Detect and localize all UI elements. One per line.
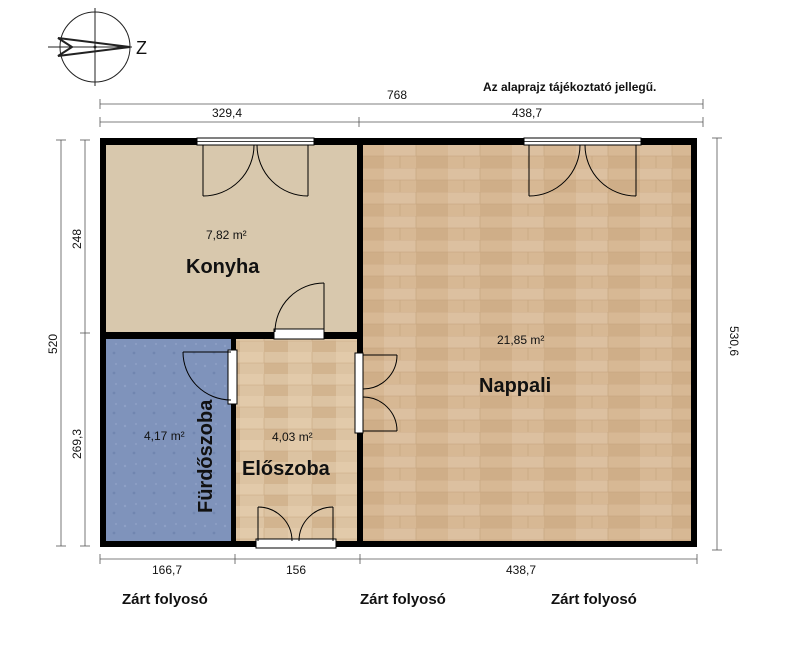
- walls: [100, 138, 697, 547]
- door-nappali-window: [528, 144, 637, 197]
- nappali-area: 21,85 m²: [497, 333, 544, 347]
- dim-right-total: 530,6: [727, 326, 741, 356]
- plan-note: Az alaprajz tájékoztató jellegű.: [483, 80, 656, 94]
- corridor-label-left: Zárt folyosó: [122, 591, 208, 608]
- door-konyha-hall: [273, 282, 325, 340]
- konyha-area: 7,82 m²: [206, 228, 247, 242]
- door-hall-nappali: [354, 352, 398, 434]
- corridor-label-right: Zárt folyosó: [551, 591, 637, 608]
- dim-bottom-mid: 156: [286, 563, 306, 577]
- dim-top-right: 438,7: [512, 106, 542, 120]
- windows: [196, 137, 642, 146]
- dimension-lines: [56, 99, 722, 564]
- dim-top-left: 329,4: [212, 106, 242, 120]
- furdoszoba-floor: [105, 339, 231, 541]
- door-entrance: [255, 506, 337, 549]
- dim-left-total: 520: [46, 334, 60, 354]
- dim-left-upper: 248: [70, 229, 84, 249]
- door-konyha-window: [202, 144, 309, 197]
- dim-left-lower: 269,3: [70, 429, 84, 459]
- corridor-label-middle: Zárt folyosó: [360, 591, 446, 608]
- konyha-floor: [105, 145, 358, 334]
- eloszoba-floor: [236, 339, 358, 541]
- nappali-name: Nappali: [479, 375, 551, 397]
- konyha-name: Konyha: [186, 256, 260, 278]
- doors: [182, 144, 637, 549]
- dim-bottom-left: 166,7: [152, 563, 182, 577]
- eloszoba-name: Előszoba: [242, 458, 331, 480]
- compass-label: Z: [136, 38, 147, 58]
- dim-total-width: 768: [387, 88, 407, 102]
- furdoszoba-name: Fürdőszoba: [195, 399, 217, 513]
- eloszoba-area: 4,03 m²: [272, 430, 313, 444]
- furdoszoba-area: 4,17 m²: [144, 429, 185, 443]
- door-bath: [182, 349, 238, 405]
- nappali-floor: [363, 145, 691, 541]
- compass-icon: [48, 8, 132, 86]
- compass: Z: [48, 8, 147, 86]
- dim-bottom-right: 438,7: [506, 563, 536, 577]
